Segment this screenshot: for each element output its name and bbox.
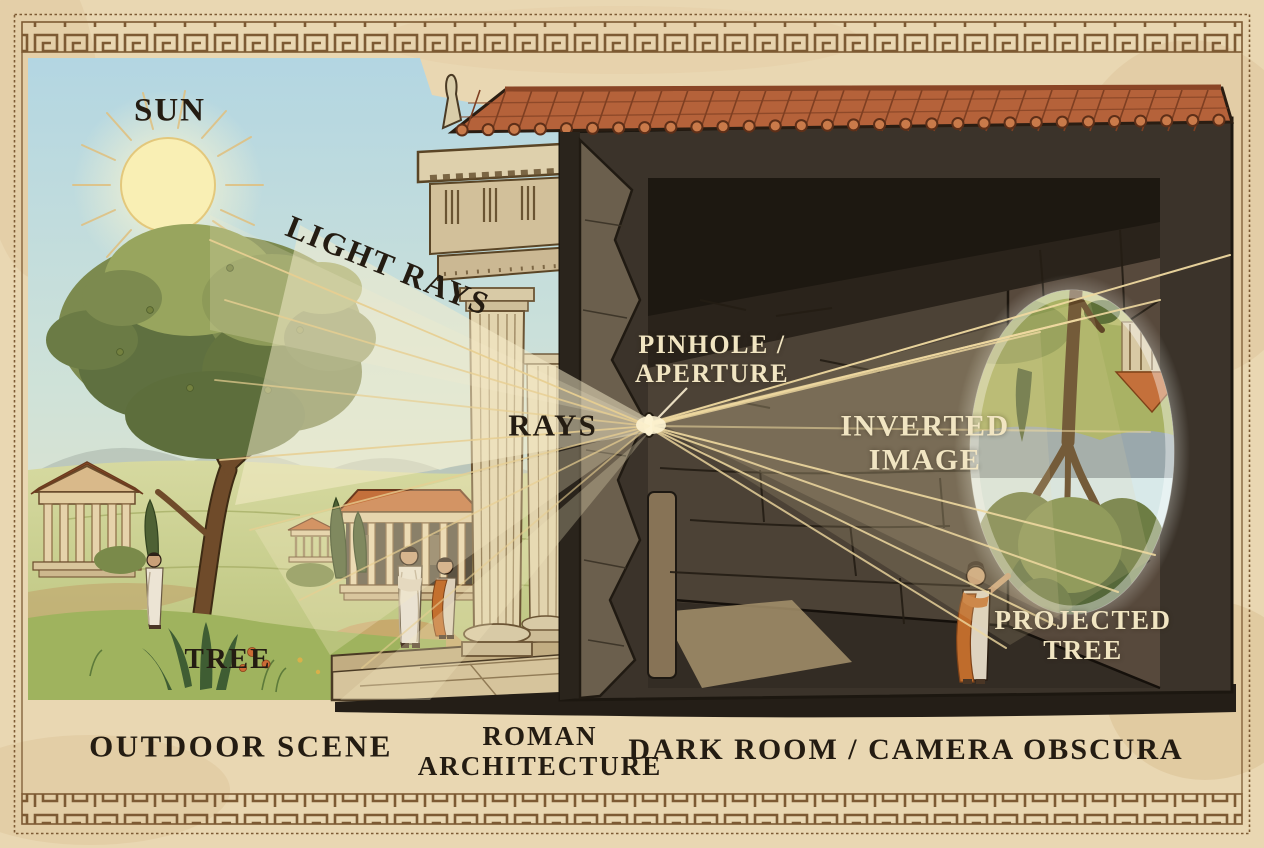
interior-ceiling	[648, 178, 1160, 316]
outdoor-scene-caption: OUTDOOR SCENE	[89, 728, 393, 764]
dark-room	[335, 84, 1236, 718]
meander-band-top	[22, 22, 1242, 52]
temple-distant-illustration	[287, 517, 337, 563]
projected-inverted-image	[954, 274, 1190, 630]
outgoing-ray-lines	[652, 254, 1231, 649]
floor-light-patch	[662, 600, 852, 688]
inverted-cypress	[1015, 368, 1032, 442]
meander-band-bottom	[22, 794, 1242, 824]
temple-left-illustration	[30, 461, 144, 578]
tree-label: TREE	[184, 642, 272, 675]
rays-label: RAYS	[508, 407, 598, 443]
figure-toga-left	[145, 552, 164, 629]
dark-room-caption: DARK ROOM / CAMERA OBSCURA	[628, 733, 1184, 767]
pinhole-pointer-line	[657, 387, 688, 419]
greek-key-border	[13, 13, 1251, 835]
interior-doorway	[647, 491, 677, 679]
light-rays-group	[209, 215, 1231, 700]
incoming-ray-lines	[209, 239, 650, 669]
acroterion	[441, 73, 463, 130]
tiled-roof	[447, 84, 1235, 137]
pinhole-flare	[636, 416, 666, 434]
observer-figure	[956, 561, 1011, 684]
sun-label: SUN	[133, 92, 207, 129]
figure-toga-orange	[431, 557, 457, 639]
cypress-trees	[94, 496, 367, 587]
pinhole-aperture-label: PINHOLE /APERTURE	[634, 329, 790, 388]
